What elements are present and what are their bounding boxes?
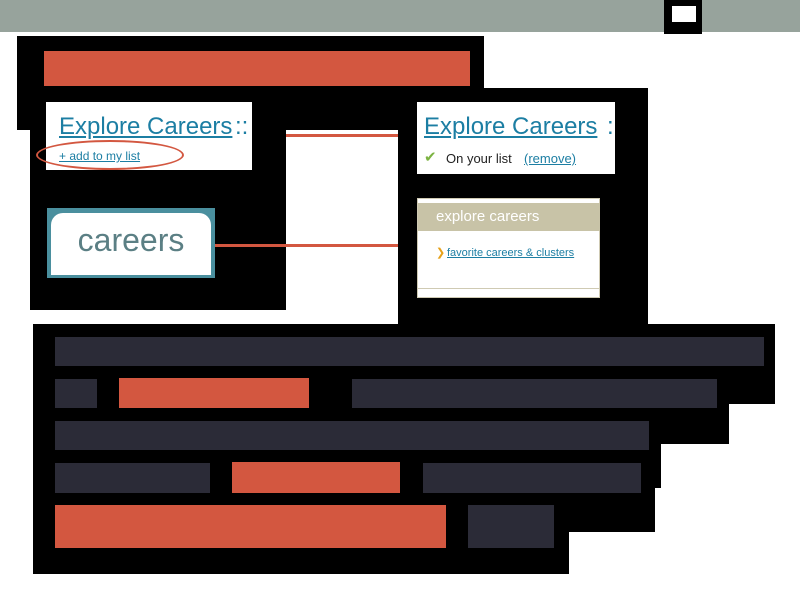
redacted-highlight — [119, 378, 309, 408]
careers-tab-label: careers — [77, 222, 185, 258]
redacted-text — [55, 421, 649, 450]
title-separator: :: — [235, 113, 249, 140]
redacted-text — [55, 463, 210, 493]
heading-redaction — [44, 51, 470, 86]
explore-careers-link[interactable]: Explore Careers — [424, 113, 598, 140]
top-bar-square-inner — [672, 6, 696, 22]
favorite-careers-link[interactable]: favorite careers & clusters — [447, 247, 575, 259]
explore-panel-header — [418, 203, 600, 231]
highlight-ellipse — [36, 140, 184, 170]
redacted-text — [55, 337, 764, 366]
redacted-text — [55, 379, 97, 408]
connector-line — [286, 134, 400, 137]
arrow-line — [215, 244, 411, 247]
explore-panel-divider — [418, 288, 600, 289]
redacted-text — [468, 505, 554, 548]
redacted-text — [423, 463, 641, 493]
check-icon: ✔ — [424, 149, 437, 166]
remove-link[interactable]: (remove) — [524, 151, 577, 166]
explore-careers-link[interactable]: Explore Careers — [59, 113, 233, 140]
add-to-list-link[interactable]: + add to my list — [59, 149, 141, 163]
careers-tab[interactable] — [51, 213, 211, 275]
card-b — [417, 102, 615, 174]
redacted-highlight — [232, 462, 400, 493]
chevron-right-icon: ❯ — [436, 247, 446, 259]
redacted-text — [352, 379, 717, 408]
title-separator: : — [607, 113, 614, 140]
redacted-highlight — [55, 505, 446, 548]
explore-panel-title: explore careers — [436, 208, 540, 225]
on-list-status: On your list — [446, 151, 512, 166]
